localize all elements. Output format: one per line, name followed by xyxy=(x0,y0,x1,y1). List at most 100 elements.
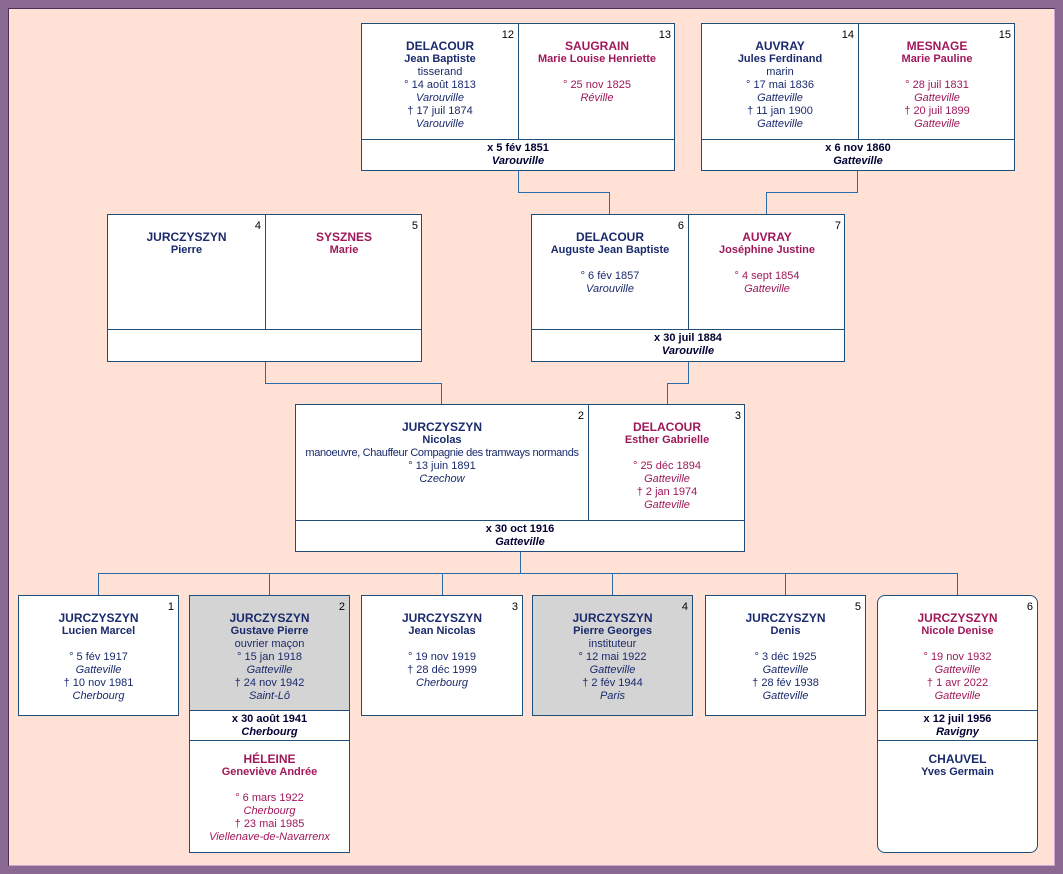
death-place: Cherbourg xyxy=(416,677,468,689)
birth-place: Cherbourg xyxy=(243,805,296,817)
birth-date: ° 4 sept 1854 xyxy=(734,270,800,282)
connector xyxy=(98,573,99,595)
child-2-person[interactable]: 2 JURCZYSZYN Gustave Pierre ouvrier maço… xyxy=(190,596,349,710)
person-14[interactable]: 14 AUVRAY Jules Ferdinand marin ° 17 mai… xyxy=(702,24,858,131)
connector xyxy=(857,170,858,192)
person-4[interactable]: 4 JURCZYSZYN Pierre xyxy=(108,215,265,257)
occupation: tisserand xyxy=(417,66,463,78)
birth-date: ° 28 juil 1831 xyxy=(905,79,969,91)
marriage-12-13: x 5 fév 1851 Varouville xyxy=(362,139,674,171)
surname: DELACOUR xyxy=(576,230,644,244)
given-name: Lucien Marcel xyxy=(61,625,136,637)
occupation: ouvrier maçon xyxy=(234,638,305,650)
person-6[interactable]: 6 DELACOUR Auguste Jean Baptiste ° 6 fév… xyxy=(532,215,688,296)
death-date: † 28 déc 1999 xyxy=(407,664,477,676)
death-place: Gatteville xyxy=(914,118,960,130)
death-place: Gatteville xyxy=(934,690,981,702)
marriage-6-7: x 30 juil 1884 Varouville xyxy=(532,329,844,362)
spouse-child-6[interactable]: CHAUVEL Yves Germain xyxy=(878,741,1037,779)
birth-date: ° 19 nov 1919 xyxy=(407,651,476,663)
death-date: † 2 jan 1974 xyxy=(636,486,698,498)
person-7[interactable]: 7 AUVRAY Joséphine Justine ° 4 sept 1854… xyxy=(689,215,845,296)
death-date: † 17 juil 1874 xyxy=(407,105,473,117)
given-name: Pierre xyxy=(170,244,203,256)
birth-place: Gatteville xyxy=(934,664,981,676)
child-box-4[interactable]: 4 JURCZYSZYN Pierre Georges instituteur … xyxy=(532,595,693,716)
birth-place: Gatteville xyxy=(644,473,690,485)
death-place: Saint-Lô xyxy=(249,690,290,702)
connector xyxy=(667,383,668,404)
marriage-2-3: x 30 oct 1916 Gatteville xyxy=(296,520,744,552)
tree-canvas: 12 DELACOUR Jean Baptiste tisserand ° 14… xyxy=(8,8,1055,866)
given-name: Nicole Denise xyxy=(921,625,994,637)
occupation: manoeuvre, Chauffeur Compagnie des tramw… xyxy=(305,447,579,459)
death-date: † 20 juil 1899 xyxy=(904,105,970,117)
child-number: 1 xyxy=(167,601,174,613)
child-box-1[interactable]: 1 JURCZYSZYN Lucien Marcel ° 5 fév 1917 … xyxy=(18,595,179,716)
death-date: † 28 fév 1938 xyxy=(752,677,819,689)
marriage-child-2: x 30 août 1941 Cherbourg xyxy=(190,710,349,741)
connector xyxy=(957,573,958,595)
birth-place: Gatteville xyxy=(914,92,960,104)
connector xyxy=(441,383,442,404)
surname: SAUGRAIN xyxy=(564,39,629,53)
child-number: 4 xyxy=(681,601,688,613)
birth-date: ° 25 déc 1894 xyxy=(632,460,701,472)
birth-place: Gatteville xyxy=(762,664,809,676)
birth-place: Gatteville xyxy=(757,92,803,104)
death-place: Cherbourg xyxy=(72,690,125,702)
spouse-child-2[interactable]: HÉLEINE Geneviève Andrée ° 6 mars 1922 C… xyxy=(190,741,349,844)
birth-place: Gatteville xyxy=(589,664,636,676)
person-3[interactable]: 3 DELACOUR Esther Gabrielle ° 25 déc 189… xyxy=(589,405,745,512)
birth-date: ° 5 fév 1917 xyxy=(69,651,128,663)
connector xyxy=(667,383,689,384)
surname: AUVRAY xyxy=(742,230,792,244)
couple-box-12-13: 12 DELACOUR Jean Baptiste tisserand ° 14… xyxy=(361,23,675,171)
given-name: Nicolas xyxy=(422,434,462,446)
surname: JURCZYSZYN xyxy=(917,611,998,625)
child-box-5[interactable]: 5 JURCZYSZYN Denis ° 3 déc 1925 Gattevil… xyxy=(705,595,866,716)
death-date: † 2 fév 1944 xyxy=(582,677,643,689)
birth-date: ° 25 nov 1825 xyxy=(562,79,631,91)
person-2[interactable]: 2 JURCZYSZYN Nicolas manoeuvre, Chauffeu… xyxy=(296,405,588,486)
given-name: Marie Pauline xyxy=(901,53,973,65)
connector xyxy=(269,573,270,595)
birth-place: Varouville xyxy=(586,283,634,295)
sosa-number: 3 xyxy=(734,410,741,422)
death-place: Gatteville xyxy=(762,690,809,702)
surname: HÉLEINE xyxy=(243,752,296,766)
surname: JURCZYSZYN xyxy=(229,611,310,625)
connector xyxy=(520,551,521,573)
death-date: † 23 mai 1985 xyxy=(234,818,305,830)
surname: CHAUVEL xyxy=(928,752,987,766)
person-13[interactable]: 13 SAUGRAIN Marie Louise Henriette ° 25 … xyxy=(519,24,675,105)
surname: JURCZYSZYN xyxy=(745,611,826,625)
marriage-4-5 xyxy=(108,329,421,363)
given-name: Auguste Jean Baptiste xyxy=(550,244,670,256)
sosa-number: 4 xyxy=(254,220,261,232)
child-number: 5 xyxy=(854,601,861,613)
birth-date: ° 6 mars 1922 xyxy=(235,792,304,804)
person-12[interactable]: 12 DELACOUR Jean Baptiste tisserand ° 14… xyxy=(362,24,518,131)
person-15[interactable]: 15 MESNAGE Marie Pauline ° 28 juil 1831 … xyxy=(859,24,1015,131)
connector xyxy=(265,361,266,383)
birth-date: ° 19 nov 1932 xyxy=(923,651,992,663)
given-name: Denis xyxy=(770,625,801,637)
given-name: Yves Germain xyxy=(921,766,994,778)
child-number: 6 xyxy=(1026,601,1033,613)
connector xyxy=(766,192,858,193)
child-box-3[interactable]: 3 JURCZYSZYN Jean Nicolas ° 19 nov 1919 … xyxy=(361,595,523,716)
surname: DELACOUR xyxy=(406,39,474,53)
sosa-number: 2 xyxy=(577,410,584,422)
child-6-person[interactable]: 6 JURCZYSZYN Nicole Denise ° 19 nov 1932… xyxy=(878,596,1037,703)
connector xyxy=(688,361,689,383)
death-date: † 11 jan 1900 xyxy=(747,105,813,117)
connector xyxy=(442,573,443,595)
birth-date: ° 13 juin 1891 xyxy=(408,460,476,472)
person-5[interactable]: 5 SYSZNES Marie xyxy=(266,215,422,257)
child-box-6: 6 JURCZYSZYN Nicole Denise ° 19 nov 1932… xyxy=(877,595,1038,853)
couple-box-2-3: 2 JURCZYSZYN Nicolas manoeuvre, Chauffeu… xyxy=(295,404,745,552)
birth-date: ° 17 mai 1836 xyxy=(746,79,814,91)
connector xyxy=(612,573,613,595)
